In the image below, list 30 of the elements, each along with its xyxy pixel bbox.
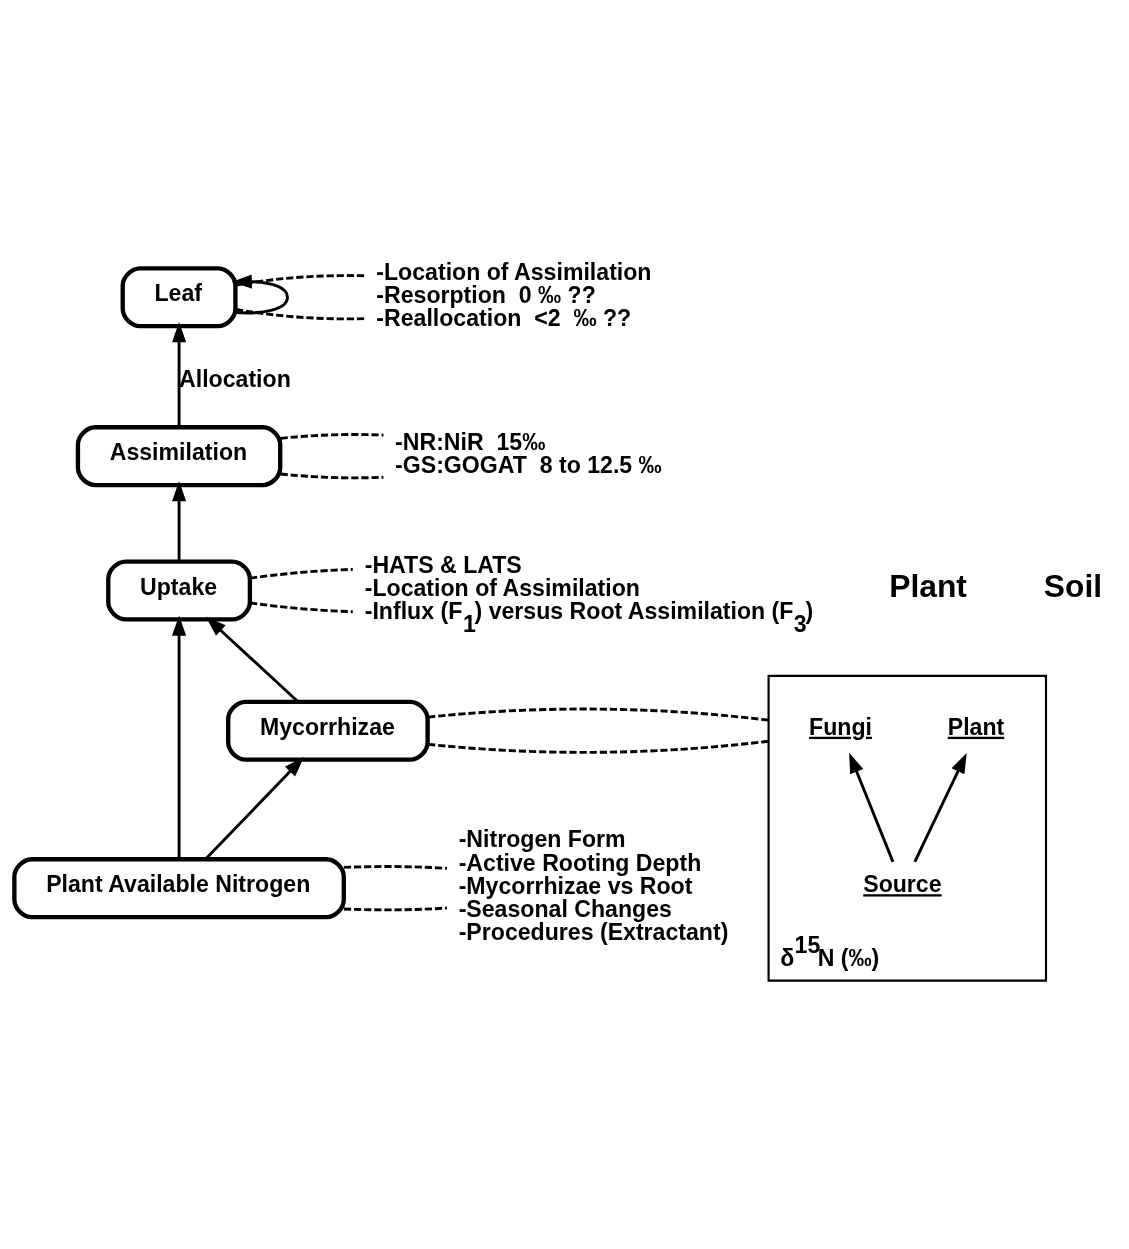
node-box: Leaf	[120, 266, 238, 329]
connector	[249, 567, 353, 580]
arrow	[172, 322, 187, 428]
node-box: Mycorrhizae	[226, 699, 430, 762]
arrow	[205, 616, 299, 703]
node-text: Plant	[947, 713, 1005, 740]
edge-label: Allocation	[179, 365, 291, 392]
connector	[249, 601, 353, 614]
node-text: -Nitrogen Form -Active Rooting Depth -Mycorrhizae vs Root -Seasonal Changes -Procedures (Extractant)	[458, 826, 729, 945]
connector	[427, 739, 769, 754]
arrow	[849, 752, 895, 863]
node-box: Plant Available Nitrogen	[12, 857, 346, 920]
node-text: -NR:NiR 15‰ -GS:GOGAT 8 to 12.5 ‰	[395, 429, 662, 479]
node-text: -Location of Assimilation -Resorption 0 ‰ ?? -Reallocation <2 ‰ ??	[376, 258, 652, 331]
arrow	[172, 615, 187, 859]
arrow	[172, 481, 187, 562]
label: Soil	[1043, 568, 1103, 605]
node-text: Fungi	[809, 713, 872, 740]
connector	[235, 308, 365, 321]
node-box: Uptake	[106, 559, 253, 622]
connector	[235, 274, 365, 287]
connector	[280, 472, 384, 480]
label: Plant	[889, 568, 967, 605]
connector	[427, 707, 769, 722]
node-box: Assimilation	[75, 425, 283, 488]
connector	[343, 906, 447, 912]
connector	[343, 865, 447, 870]
arrow	[913, 752, 967, 863]
node-text: Source	[863, 871, 942, 898]
connector	[280, 433, 384, 440]
